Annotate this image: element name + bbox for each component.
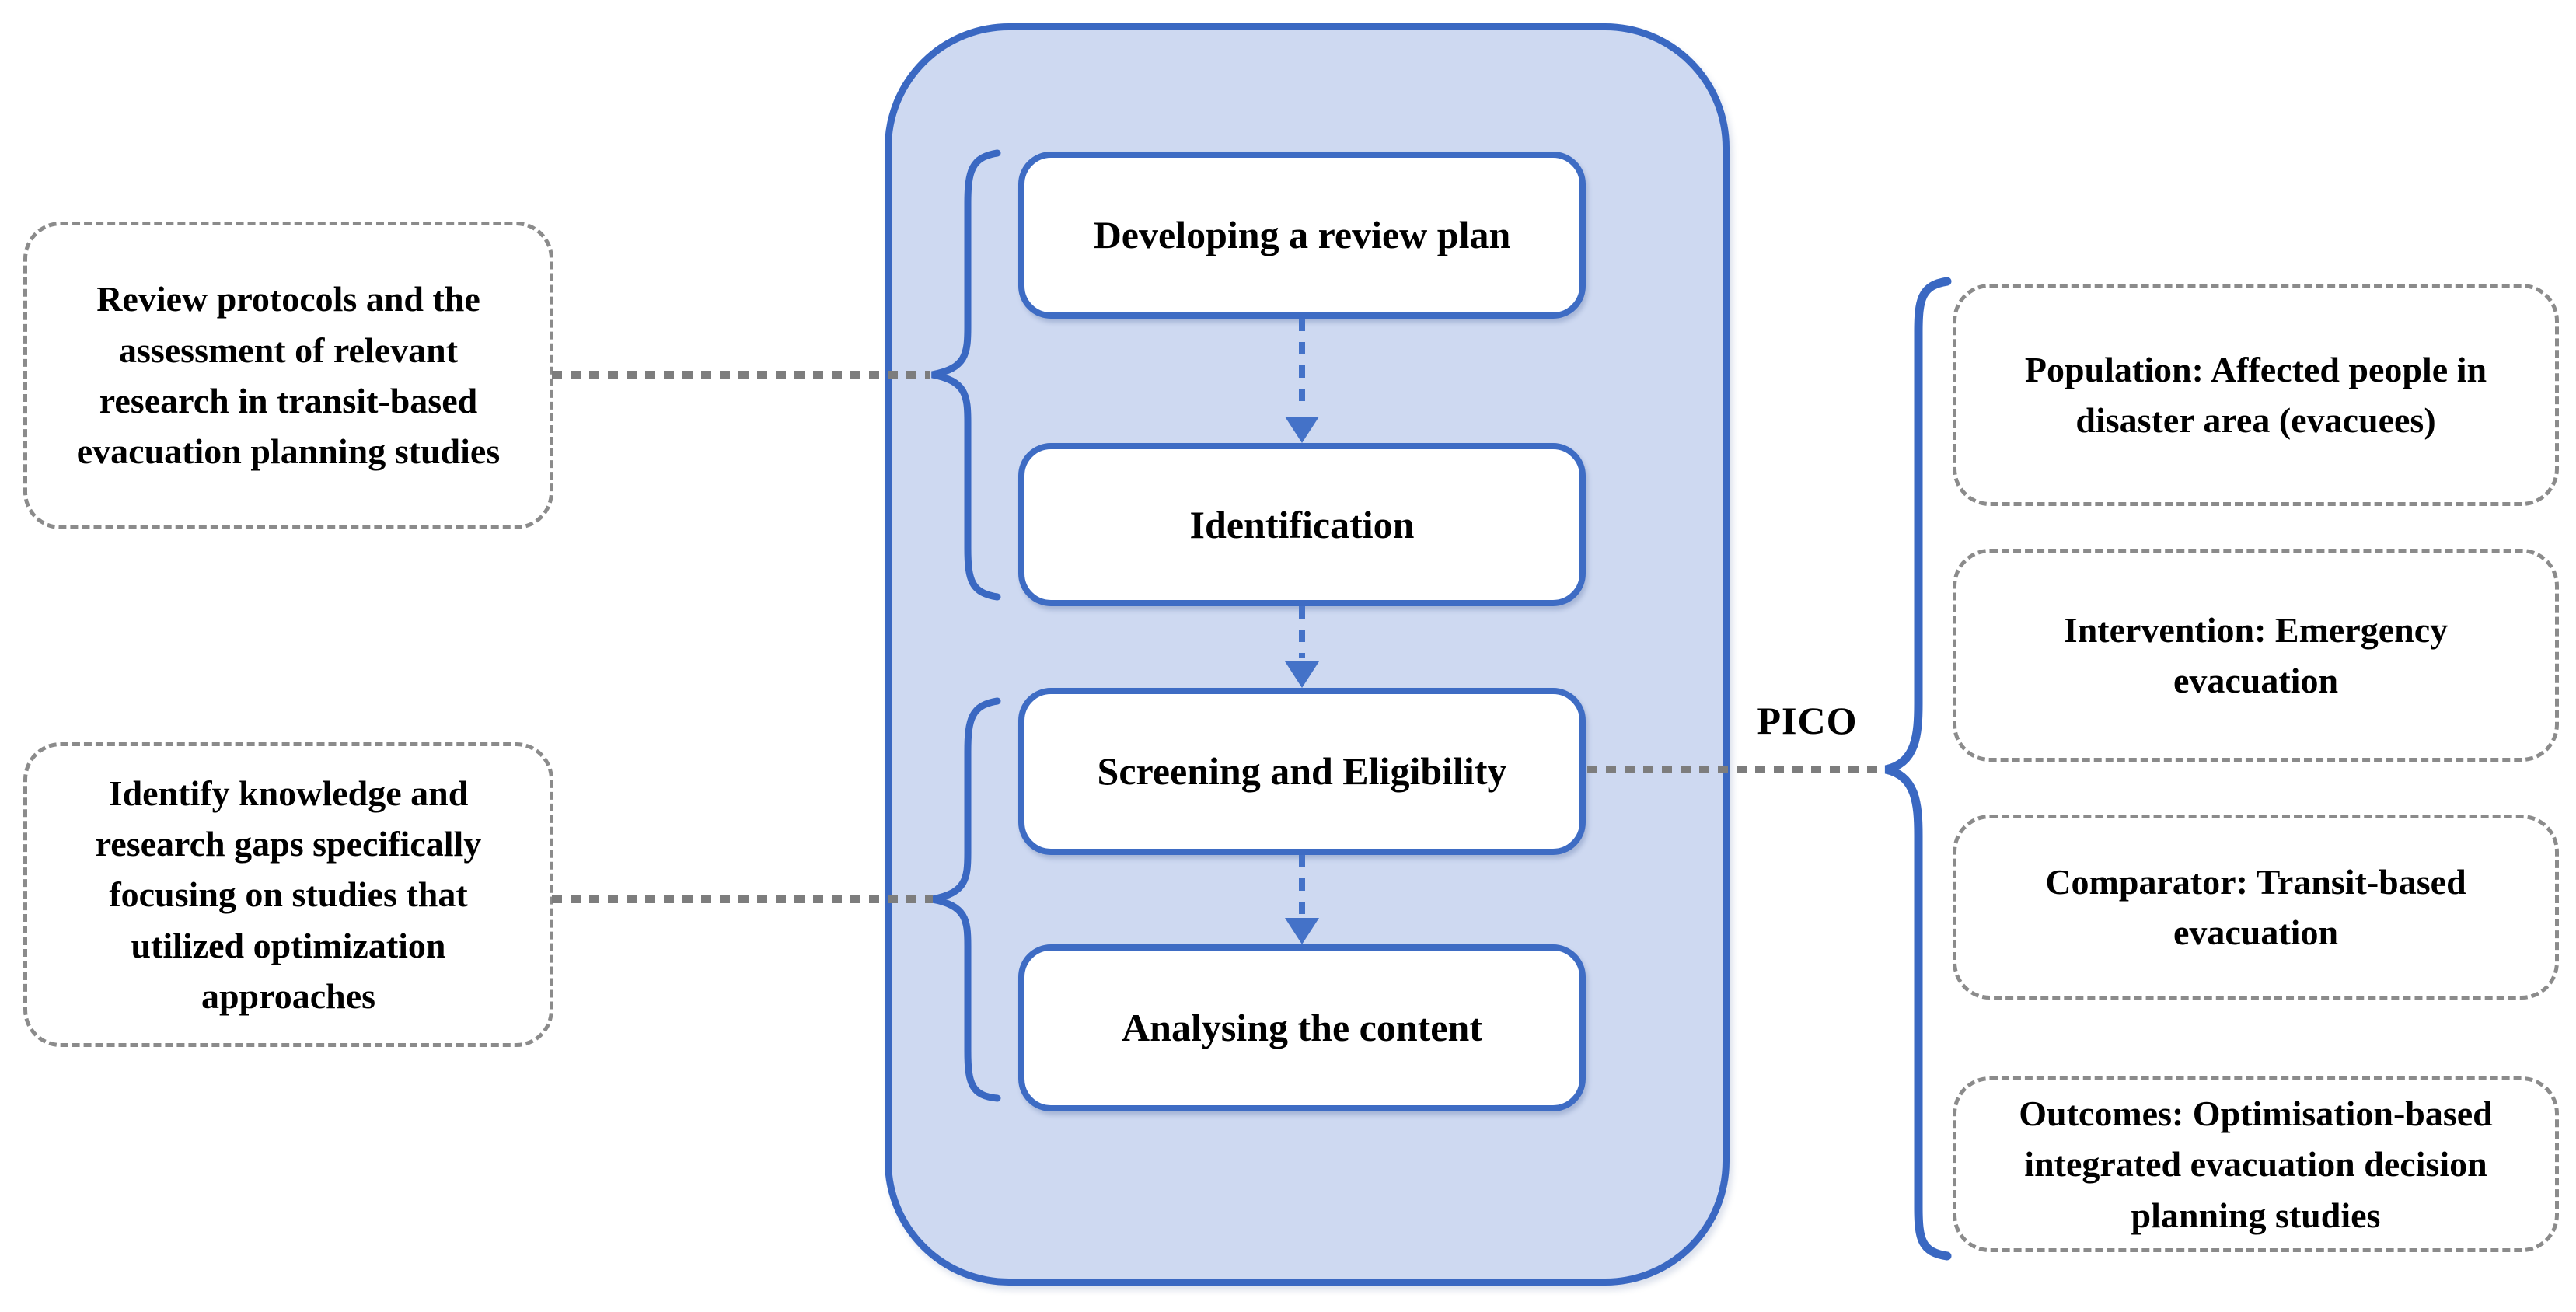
step-identification: Identification <box>1018 443 1586 606</box>
pico-intervention-box: Intervention: Emergency evacuation <box>1953 549 2559 762</box>
arrow-shaft <box>1299 606 1305 658</box>
arrow-head <box>1285 918 1319 944</box>
pico-outcomes-box: Outcomes: Optimisation-based integrated … <box>1953 1076 2559 1252</box>
pico-comparator-box: Comparator: Transit-based evacuation <box>1953 815 2559 1000</box>
step-label: Screening and Eligibility <box>1097 749 1507 793</box>
step-label: Identification <box>1189 502 1415 546</box>
step-analysing-the-content: Analysing the content <box>1018 944 1586 1111</box>
arrow-head <box>1285 417 1319 443</box>
pico-item-text: Comparator: Transit-based evacuation <box>2045 861 2466 952</box>
step-label: Developing a review plan <box>1093 213 1511 256</box>
connector-dotted-line-bottom <box>552 895 933 903</box>
arrow-shaft <box>1299 319 1305 412</box>
flow-arrow-down-icon <box>1285 319 1319 443</box>
pico-item-text: Outcomes: Optimisation-based integrated … <box>2019 1094 2493 1235</box>
objective-note-research-gaps: Identify knowledge and research gaps spe… <box>23 742 553 1047</box>
step-screening-and-eligibility: Screening and Eligibility <box>1018 688 1586 855</box>
objective-note-text: Review protocols and the assessment of r… <box>76 279 501 472</box>
pico-brace-icon <box>1884 277 1952 1261</box>
step-label: Analysing the content <box>1122 1006 1482 1049</box>
pico-label: PICO <box>1757 699 1858 742</box>
flow-arrow-down-icon <box>1285 606 1319 688</box>
objective-note-text: Identify knowledge and research gaps spe… <box>95 773 482 1016</box>
pico-item-text: Intervention: Emergency evacuation <box>2063 609 2449 700</box>
arrow-head <box>1285 661 1319 688</box>
connector-dotted-line-top <box>552 371 930 379</box>
connector-dotted-line-pico <box>1587 766 1881 773</box>
step-developing-a-review-plan: Developing a review plan <box>1018 152 1586 319</box>
objective-note-review-protocols: Review protocols and the assessment of r… <box>23 222 553 529</box>
pico-item-text: Population: Affected people in disaster … <box>2024 349 2487 440</box>
arrow-shaft <box>1299 855 1305 914</box>
pico-population-box: Population: Affected people in disaster … <box>1953 284 2559 506</box>
flow-arrow-down-icon <box>1285 855 1319 944</box>
